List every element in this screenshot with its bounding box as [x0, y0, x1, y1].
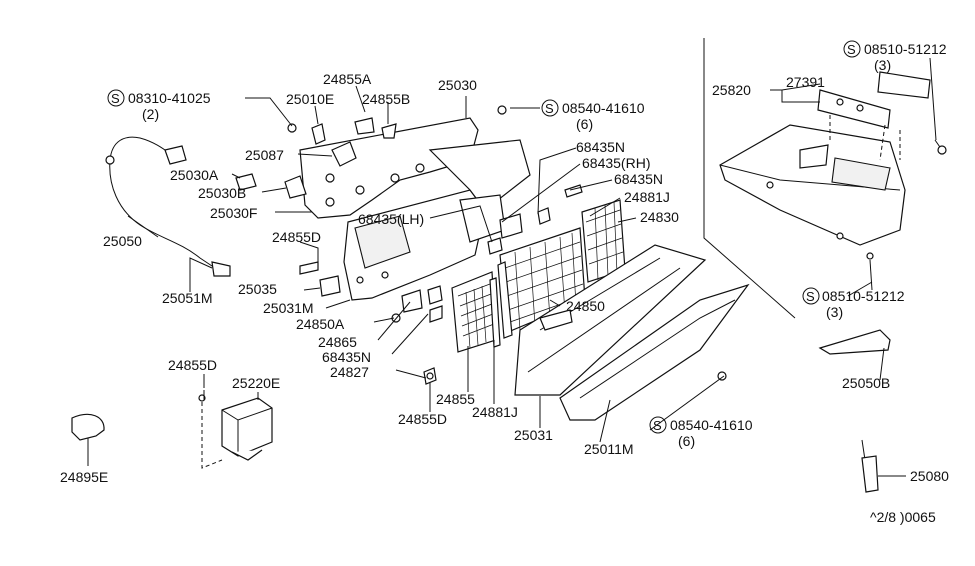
s-symbol-text: S [847, 42, 856, 57]
s-symbol-icon [107, 89, 125, 107]
label-24881J-a: 24881J [624, 189, 670, 205]
housing-25030 [299, 117, 531, 301]
label-25050: 25050 [103, 233, 142, 249]
label-25031M: 25031M [263, 300, 314, 316]
label-24855B: 24855B [362, 91, 410, 107]
part-labels: 25030 24855A 25010E 24855B 08310-41025 (… [60, 41, 949, 525]
label-08540-b-qty: (6) [678, 433, 695, 449]
bracket-25050B [818, 329, 891, 355]
label-25030B: 25030B [198, 185, 246, 201]
clip-24895E [71, 413, 105, 441]
label-24895E: 24895E [60, 469, 108, 485]
label-24827: 24827 [330, 364, 369, 380]
s-symbol-icon [649, 416, 667, 434]
label-24865: 24865 [318, 334, 357, 350]
label-08310-qty: (2) [142, 106, 159, 122]
small-parts-top [235, 105, 507, 199]
s-symbol-icon [843, 40, 861, 58]
s-symbol-text: S [545, 101, 554, 116]
diagram-code: ^2/8 )0065 [870, 509, 936, 525]
label-24855D-a: 24855D [272, 229, 321, 245]
label-25220E: 25220E [232, 375, 280, 391]
label-24830: 24830 [640, 209, 679, 225]
label-08540-41610-b: 08540-41610 [670, 417, 753, 433]
label-25030F: 25030F [210, 205, 257, 221]
leader-lines [87, 57, 937, 477]
s-symbol-text: S [806, 289, 815, 304]
label-24855D-b: 24855D [398, 411, 447, 427]
label-25050B: 25050B [842, 375, 890, 391]
label-25011M: 25011M [584, 441, 634, 457]
label-68435N-c: 68435N [614, 171, 663, 187]
s-symbol-text: S [111, 91, 120, 106]
label-25080: 25080 [910, 468, 949, 484]
label-25010E: 25010E [286, 91, 334, 107]
label-68435RH: 68435(RH) [582, 155, 650, 171]
label-08510-51212-a: 08510-51212 [864, 41, 947, 57]
cable-25050 [105, 136, 231, 277]
grid-panel-24855 [451, 271, 497, 353]
screw-symbols: S S S S S [107, 40, 861, 434]
relay-25220E [198, 394, 273, 469]
box-25820 [719, 124, 906, 246]
label-24850A: 24850A [296, 316, 345, 332]
label-08510-a-qty: (3) [874, 57, 891, 73]
label-25051M: 25051M [162, 290, 213, 306]
label-25031: 25031 [514, 427, 553, 443]
label-25820: 25820 [712, 82, 751, 98]
label-25030A: 25030A [170, 167, 219, 183]
small-parts-mid [391, 285, 443, 385]
s-symbol-icon [541, 99, 559, 117]
label-24855: 24855 [436, 391, 475, 407]
label-08540-a-qty: (6) [576, 116, 593, 132]
label-68435N-a: 68435N [322, 349, 371, 365]
label-25035: 25035 [238, 281, 277, 297]
label-24850: 24850 [566, 298, 605, 314]
label-24855D-c: 24855D [168, 357, 217, 373]
label-25087: 25087 [245, 147, 284, 163]
label-08540-41610-a: 08540-41610 [562, 100, 645, 116]
bracket-27391 [817, 71, 947, 161]
label-27391: 27391 [786, 74, 825, 90]
label-68435N-b: 68435N [576, 139, 625, 155]
label-08510-51212-b: 08510-51212 [822, 288, 905, 304]
s-symbol-text: S [653, 418, 662, 433]
label-08510-b-qty: (3) [826, 304, 843, 320]
lower-panel-25031 [514, 244, 707, 396]
bezel-25011M [559, 283, 750, 421]
label-24881J-b: 24881J [472, 404, 518, 420]
bracket-25035 [319, 275, 341, 297]
screw-24855D [299, 261, 319, 275]
label-08310-41025: 08310-41025 [128, 90, 211, 106]
label-24855A: 24855A [323, 71, 372, 87]
label-68435LH: 68435(LH) [358, 211, 424, 227]
s-symbol-icon [802, 287, 820, 305]
section-divider [703, 38, 796, 319]
bulb-25080 [861, 439, 879, 493]
label-25030: 25030 [438, 77, 477, 93]
screws [203, 252, 874, 400]
